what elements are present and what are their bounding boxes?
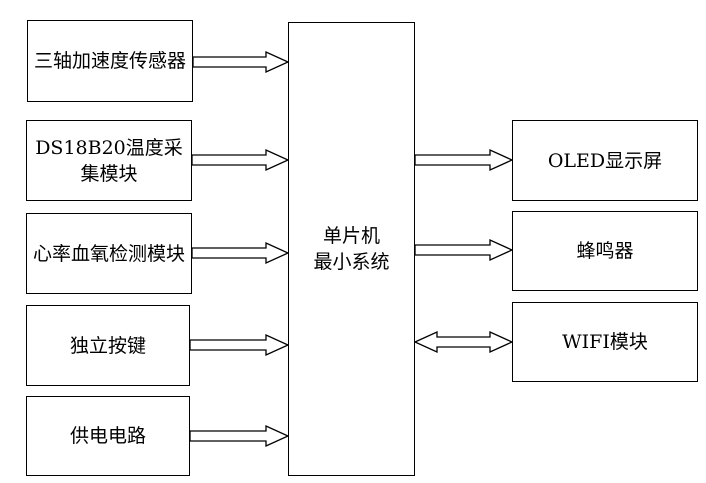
arrow-keys-to-mcu — [189, 333, 290, 357]
mcu-title-line1: 单片机 — [322, 225, 380, 247]
oled-display-label: OLED显示屏 — [547, 149, 663, 172]
oled-display-box: OLED显示屏 — [512, 120, 698, 201]
arrow-accelerometer-to-mcu — [192, 50, 290, 74]
accelerometer-sensor-box: 三轴加速度传感器 — [27, 20, 193, 102]
heart-rate-spo2-module-label: 心率血氧检测模块 — [32, 242, 185, 265]
arrow-mcu-to-oled — [414, 148, 514, 172]
independent-keys-box: 独立按键 — [26, 305, 190, 386]
independent-keys-label: 独立按键 — [69, 334, 146, 357]
buzzer-label: 蜂鸣器 — [576, 240, 634, 262]
arrow-mcu-wifi-bidirectional — [413, 330, 514, 354]
heart-rate-spo2-module-box: 心率血氧检测模块 — [26, 213, 192, 294]
wifi-module-box: WIFI模块 — [512, 302, 698, 382]
mcu-minimum-system-box: 单片机 最小系统 — [288, 22, 415, 476]
buzzer-box: 蜂鸣器 — [512, 211, 698, 291]
wifi-module-label: WIFI模块 — [562, 331, 648, 353]
mcu-title-line2: 最小系统 — [313, 251, 390, 273]
power-circuit-box: 供电电路 — [26, 396, 190, 476]
arrow-heart-rate-to-mcu — [191, 241, 290, 265]
power-circuit-label: 供电电路 — [69, 425, 146, 447]
arrow-power-to-mcu — [189, 424, 290, 448]
arrow-ds18b20-to-mcu — [191, 148, 290, 172]
accelerometer-sensor-label: 三轴加速度传感器 — [33, 50, 186, 72]
ds18b20-module-box: DS18B20温度采集模块 — [26, 120, 192, 201]
ds18b20-module-label: DS18B20温度采集模块 — [35, 136, 183, 185]
arrow-mcu-to-buzzer — [414, 238, 514, 262]
